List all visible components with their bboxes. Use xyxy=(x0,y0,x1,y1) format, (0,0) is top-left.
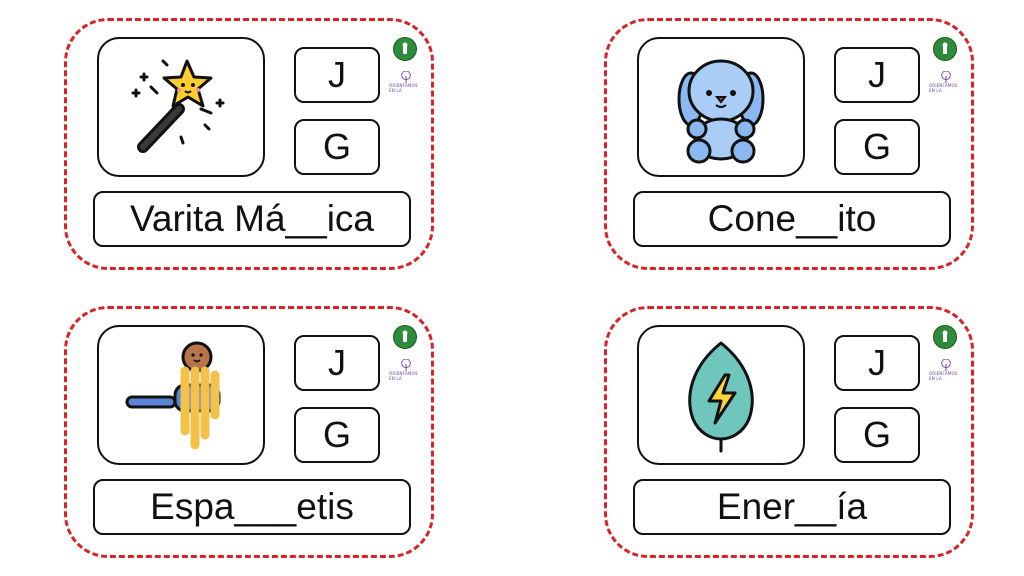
bunny-plush-icon xyxy=(677,59,765,164)
picture-frame xyxy=(637,325,805,465)
option-g-button[interactable]: G xyxy=(294,407,380,463)
picture-frame xyxy=(97,325,265,465)
energy-leaf-icon xyxy=(688,341,754,453)
option-j-button[interactable]: J xyxy=(834,335,920,391)
word-label: Cone__ito xyxy=(633,191,951,247)
logo-text: ORIENTAMOS EN LA xyxy=(389,371,418,381)
option-g-button[interactable]: G xyxy=(834,119,920,175)
card-energia: J G Ener__ía ORIENTAMOS EN LA xyxy=(604,306,974,558)
option-j-button[interactable]: J xyxy=(834,47,920,103)
picture-frame xyxy=(637,37,805,177)
green-logo-icon xyxy=(393,37,417,61)
green-logo-icon xyxy=(393,325,417,349)
option-g-button[interactable]: G xyxy=(834,407,920,463)
picture-frame xyxy=(97,37,265,177)
word-label: Varita Má__ica xyxy=(93,191,411,247)
logo-text: ORIENTAMOS EN LA xyxy=(389,83,418,93)
option-j-button[interactable]: J xyxy=(294,47,380,103)
word-label: Espa___etis xyxy=(93,479,411,535)
card-espaguetis: J G Espa___etis ORIENTAMOS EN LA xyxy=(64,306,434,558)
magic-wand-icon xyxy=(131,59,225,153)
tree-logo-icon: ORIENTAMOS EN LA xyxy=(929,71,963,93)
tree-logo-icon: ORIENTAMOS EN LA xyxy=(389,71,423,93)
tree-logo-icon: ORIENTAMOS EN LA xyxy=(389,359,423,381)
card-conejito: J G Cone__ito ORIENTAMOS EN LA xyxy=(604,18,974,270)
word-label: Ener__ía xyxy=(633,479,951,535)
green-logo-icon xyxy=(933,325,957,349)
green-logo-icon xyxy=(933,37,957,61)
card-varita-magica: J G Varita Má__ica ORIENTAMOS EN LA xyxy=(64,18,434,270)
spaghetti-fork-icon xyxy=(125,341,221,450)
option-g-button[interactable]: G xyxy=(294,119,380,175)
option-j-button[interactable]: J xyxy=(294,335,380,391)
logo-text: ORIENTAMOS EN LA xyxy=(929,371,958,381)
tree-logo-icon: ORIENTAMOS EN LA xyxy=(929,359,963,381)
logo-text: ORIENTAMOS EN LA xyxy=(929,83,958,93)
